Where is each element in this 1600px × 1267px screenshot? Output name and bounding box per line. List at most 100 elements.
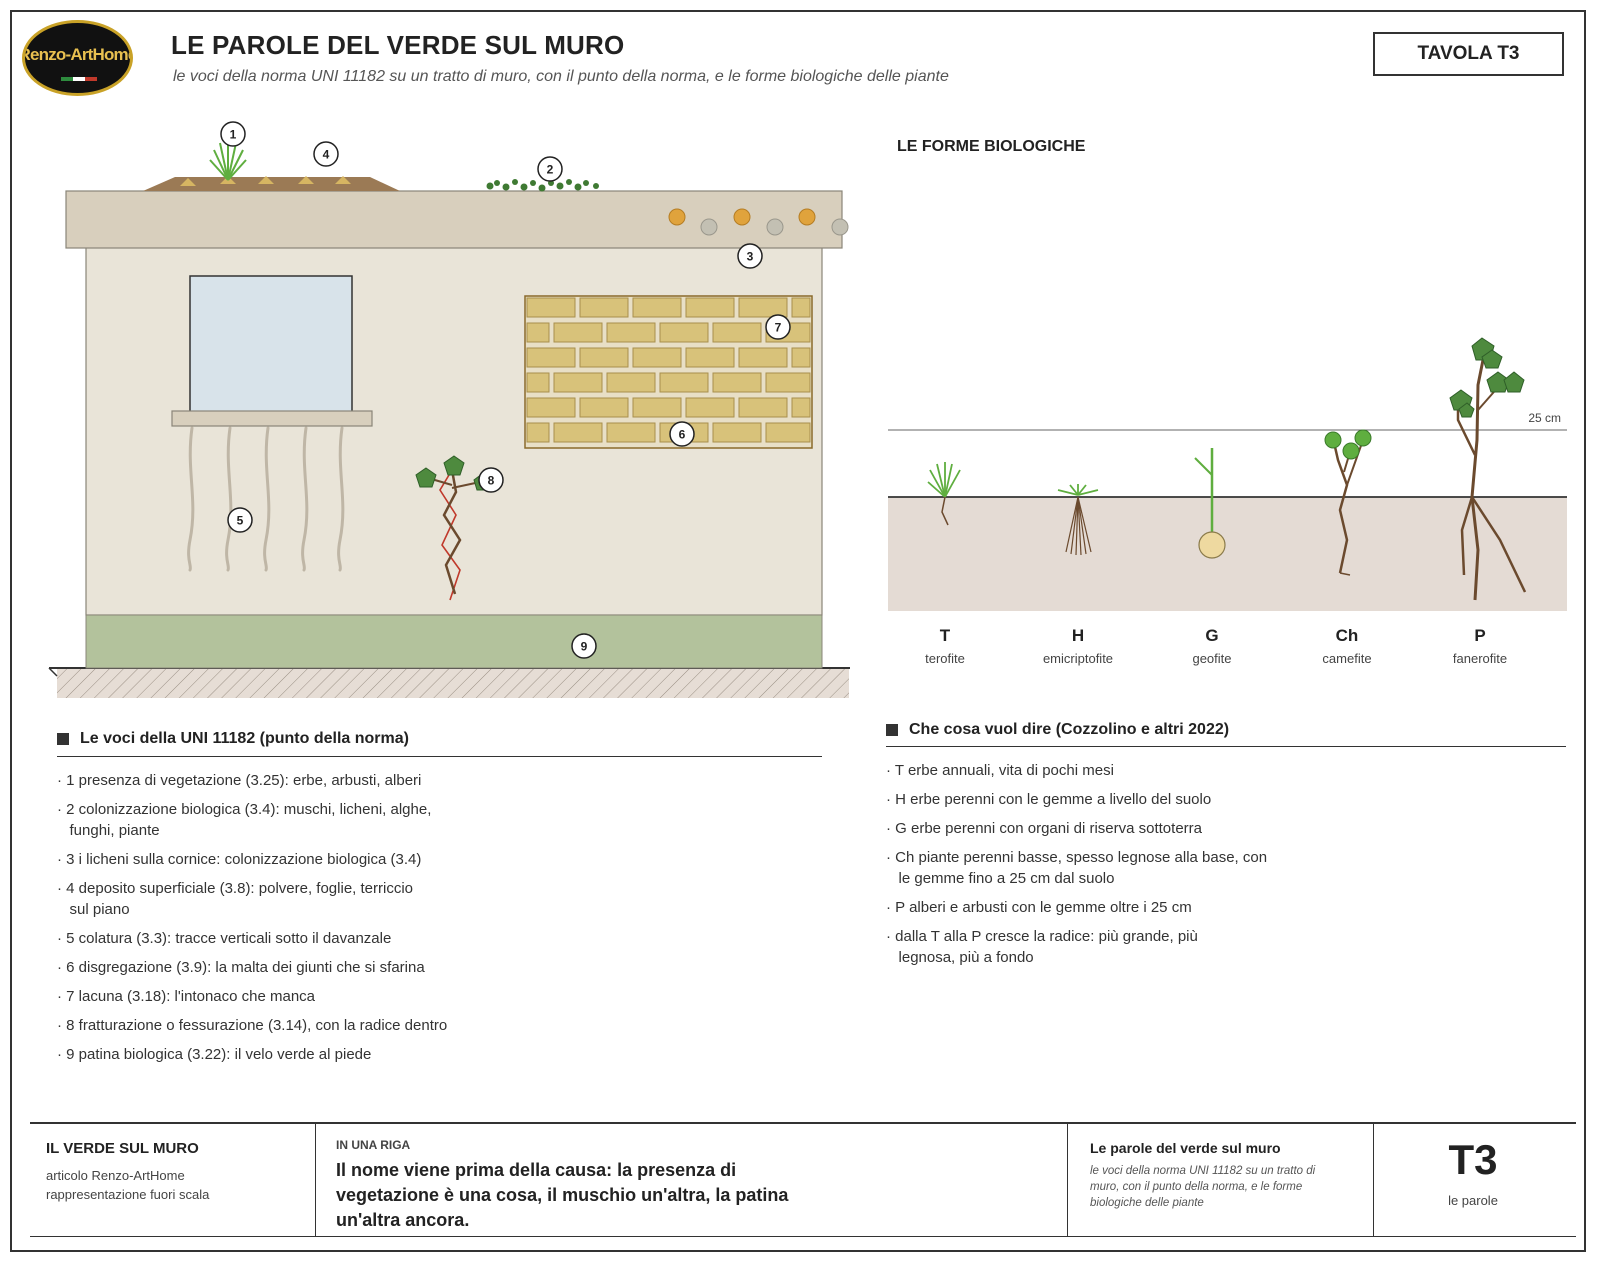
- bio-name: emicriptofite: [1043, 651, 1113, 666]
- list-item: · 4 deposito superficiale (3.8): polvere…: [57, 880, 414, 918]
- bio-code: Ch: [1336, 626, 1359, 645]
- footer-right-subtitle: le voci della norma UNI 11182 su un trat…: [1090, 1165, 1316, 1209]
- terofite-icon: [927, 462, 961, 526]
- camefite-icon: [1324, 429, 1372, 576]
- footer-riga-text: Il nome viene prima della causa: la pres…: [336, 1160, 789, 1230]
- logo: Renzo-ArtHome: [22, 20, 133, 96]
- bio-name: fanerofite: [1453, 651, 1507, 666]
- brick: [553, 422, 603, 443]
- footer-left-line2: rappresentazione fuori scala: [46, 1187, 210, 1202]
- brick: [791, 297, 811, 318]
- leaf-deposits: [180, 176, 351, 186]
- patina-band: [85, 614, 823, 669]
- streaks: [187, 426, 345, 572]
- list-item: · 3 i licheni sulla cornice: colonizzazi…: [57, 851, 422, 868]
- footer-divider: [1067, 1123, 1068, 1237]
- list-item: · Ch piante perenni basse, spesso legnos…: [886, 849, 1268, 887]
- brick: [659, 372, 709, 393]
- brick: [526, 347, 576, 368]
- bio-name: camefite: [1322, 651, 1371, 666]
- voci-rule: [57, 756, 822, 757]
- brick: [791, 397, 811, 418]
- footer-bottom-rule: [30, 1236, 1576, 1237]
- cornice: [65, 190, 843, 249]
- voci-list: · 1 presenza di vegetazione (3.25): erbe…: [57, 770, 817, 1073]
- bio-code: P: [1474, 626, 1485, 645]
- brick: [579, 397, 629, 418]
- list-item: · 5 colatura (3.3): tracce verticali sot…: [57, 930, 392, 947]
- list-item: · 8 fratturazione o fessurazione (3.14),…: [57, 1017, 448, 1034]
- marker-label: 1: [230, 128, 237, 142]
- brick: [685, 297, 735, 318]
- logo-text: Renzo-ArtHome: [22, 45, 133, 64]
- brick: [606, 372, 656, 393]
- voci-title-row: Le voci della UNI 11182 (punto della nor…: [57, 730, 409, 748]
- marker-1: 1: [220, 121, 246, 147]
- brick-panel: [524, 295, 813, 449]
- brick: [685, 397, 735, 418]
- list-item: · dalla T alla P cresce la radice: più g…: [886, 928, 1198, 966]
- marker-8: 8: [478, 467, 504, 493]
- marker-5: 5: [227, 507, 253, 533]
- list-item: · P alberi e arbusti con le gemme oltre …: [886, 899, 1192, 916]
- brick: [526, 372, 550, 393]
- flag-icon: [61, 77, 97, 81]
- brick: [712, 322, 762, 343]
- marker-label: 3: [747, 250, 754, 264]
- brick: [712, 372, 762, 393]
- list-item: · 2 colonizzazione biologica (3.4): musc…: [57, 801, 432, 839]
- wall-diagram: 1 2 3 4 5 6 7 8 9 25 cm: [48, 121, 1567, 698]
- footer-code-label: le parole: [1448, 1193, 1498, 1208]
- marker-6: 6: [669, 421, 695, 447]
- page-title: LE PAROLE DEL VERDE SUL MURO: [171, 30, 625, 60]
- tavola-badge: TAVOLA T3: [1373, 32, 1564, 76]
- geofite-icon: [1194, 448, 1226, 559]
- brick: [553, 322, 603, 343]
- emicriptofite-icon: [1057, 484, 1099, 556]
- page-frame: [10, 10, 1586, 1252]
- marker-label: 5: [237, 514, 244, 528]
- brick: [632, 297, 682, 318]
- brick: [526, 422, 550, 443]
- marker-label: 8: [488, 474, 495, 488]
- list-item: · 1 presenza di vegetazione (3.25): erbe…: [57, 772, 422, 789]
- marker-label: 9: [581, 640, 588, 654]
- list-item: · G erbe perenni con organi di riserva s…: [886, 820, 1202, 837]
- brick: [553, 372, 603, 393]
- marker-7: 7: [765, 314, 791, 340]
- brick: [765, 422, 811, 443]
- footer-code: T3: [1448, 1136, 1498, 1183]
- page-subtitle: le voci della norma UNI 11182 su un trat…: [173, 68, 949, 85]
- fanerofite-icon: [1449, 337, 1527, 601]
- square-bullet-icon: [886, 724, 898, 736]
- grass-tuft: [209, 140, 247, 181]
- meaning-title-row: Che cosa vuol dire (Cozzolino e altri 20…: [886, 721, 1229, 739]
- window-sill: [171, 410, 373, 427]
- bio-forms-diagram: 25 cm: [888, 337, 1567, 666]
- marker-label: 2: [547, 163, 554, 177]
- brick: [526, 297, 576, 318]
- marker-label: 6: [679, 428, 686, 442]
- brick: [606, 322, 656, 343]
- brick: [685, 347, 735, 368]
- marker-9: 9: [571, 633, 597, 659]
- lichens: [668, 208, 849, 236]
- marker-2: 2: [537, 156, 563, 182]
- footer-riga-label: IN UNA RIGA: [336, 1138, 411, 1152]
- brick: [632, 347, 682, 368]
- meaning-title: Che cosa vuol dire (Cozzolino e altri 20…: [909, 721, 1230, 738]
- brick: [526, 397, 576, 418]
- marker-label: 4: [323, 148, 330, 162]
- marker-4: 4: [313, 141, 339, 167]
- bio-labels: TterofiteHemicriptofiteGgeofiteChcamefit…: [925, 626, 1507, 666]
- bio-title: LE FORME BIOLOGICHE: [897, 138, 1086, 155]
- brick: [579, 297, 629, 318]
- window: [189, 275, 353, 413]
- marker-3: 3: [737, 243, 763, 269]
- list-item: · 7 lacuna (3.18): l'intonaco che manca: [57, 988, 316, 1005]
- footer-left-title: IL VERDE SUL MURO: [46, 1140, 199, 1157]
- brick: [738, 397, 788, 418]
- footer-left-line1: articolo Renzo-ArtHome: [46, 1168, 185, 1183]
- voci-title: Le voci della UNI 11182 (punto della nor…: [80, 730, 409, 747]
- ground: [48, 667, 850, 698]
